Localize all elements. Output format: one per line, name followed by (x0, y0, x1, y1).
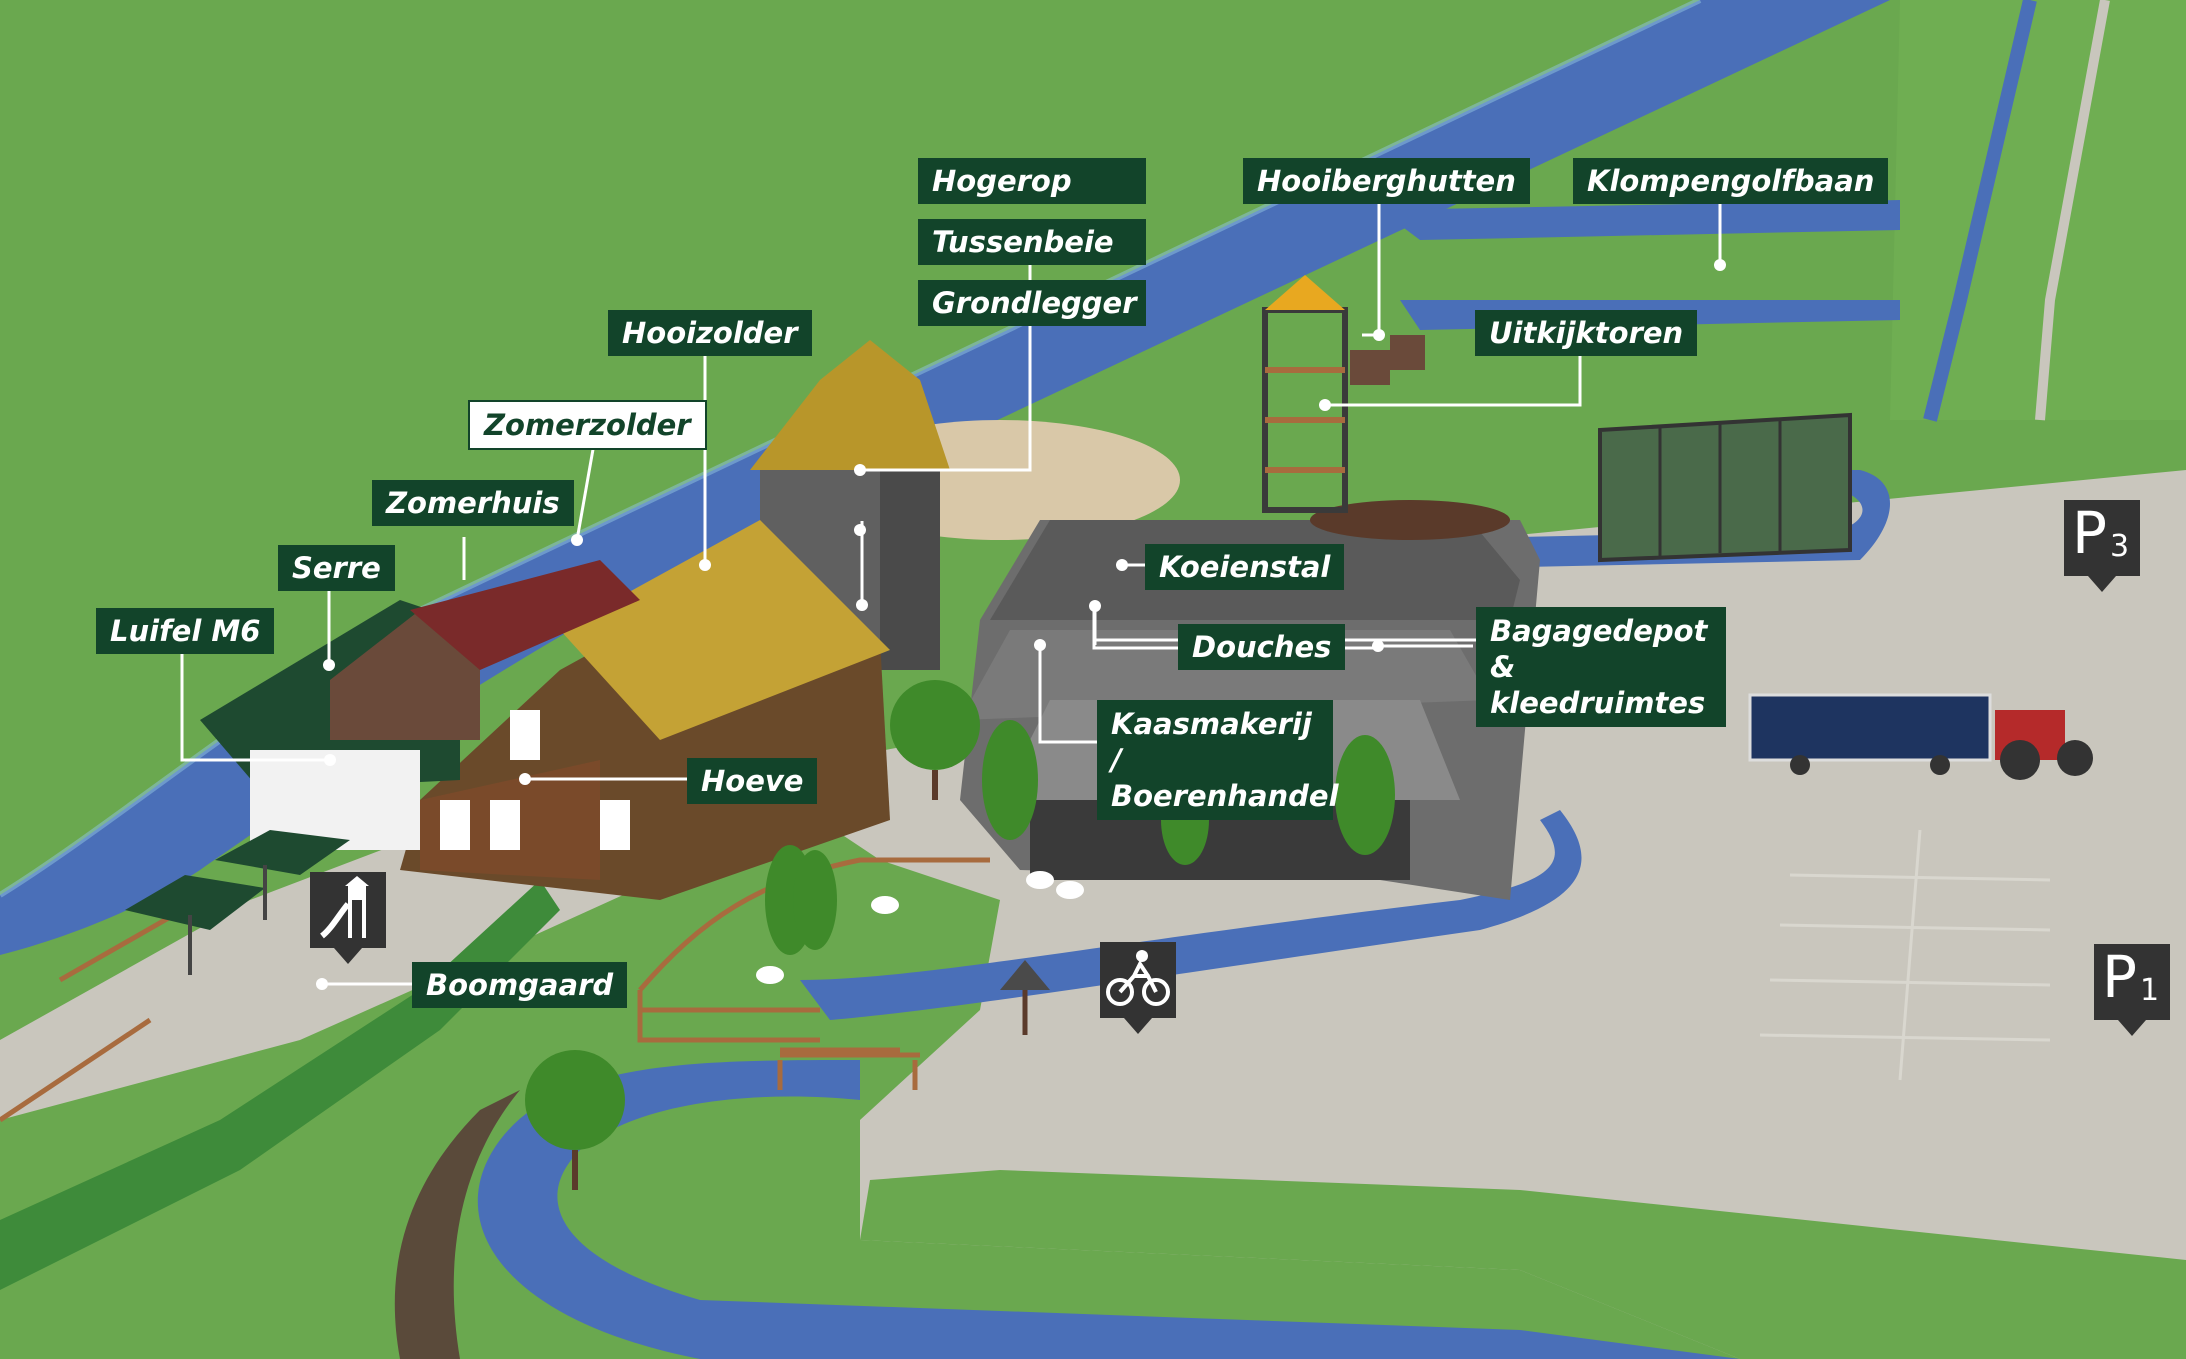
hedge-row (0, 880, 560, 1290)
bicycle-icon[interactable] (1100, 942, 1176, 1034)
parking-p1-number: 1 (2140, 973, 2160, 1008)
cyclist-icon (1106, 950, 1170, 1006)
label-koeienstal[interactable]: Koeienstal (1145, 544, 1345, 590)
parking-p1-letter: P (2102, 943, 2137, 1011)
goats (756, 871, 1084, 984)
label-douches[interactable]: Douches (1178, 624, 1346, 670)
label-kaasmakerij-line2: Boerenhandel (1111, 779, 1339, 813)
label-hogerop[interactable]: Hogerop (918, 158, 1146, 204)
canal-front (800, 810, 1582, 1020)
label-tussenbeie[interactable]: Tussenbeie (918, 219, 1146, 265)
parking-p3-pin[interactable]: P 3 (2064, 499, 2140, 592)
parking-p3-number: 3 (2110, 529, 2130, 564)
label-bagagedepot-line2: & kleedruimtes (1490, 650, 1706, 720)
dirt-path (394, 1090, 520, 1359)
golf-cage (1598, 412, 1852, 563)
zomerhuis-roof (410, 560, 640, 670)
parking-p3-letter: P (2072, 499, 2107, 567)
serre-building (250, 750, 420, 850)
connector-dots (316, 259, 1726, 990)
tower-roof (750, 340, 950, 470)
label-kaasmakerij[interactable]: Kaasmakerij / Boerenhandel (1097, 700, 1339, 820)
thatched-roof (560, 520, 890, 740)
trees (525, 680, 1395, 1150)
field-top-right (1890, 0, 2186, 420)
parking-p1-pin[interactable]: P 1 (2094, 943, 2170, 1036)
label-luifel-m6[interactable]: Luifel M6 (96, 608, 275, 654)
grass-strip-bottom (860, 1170, 2186, 1359)
river-main (0, 0, 1890, 955)
label-bagagedepot[interactable]: Bagagedepot & kleedruimtes (1476, 607, 1726, 727)
playground-icon[interactable] (310, 872, 386, 964)
hooiberghutten-huts (1350, 335, 1425, 385)
parasol-poles (188, 865, 267, 975)
label-zomerhuis[interactable]: Zomerhuis (372, 480, 574, 526)
label-zomerzolder[interactable]: Zomerzolder (468, 400, 707, 450)
tree-trunks (572, 770, 938, 1190)
label-hooizolder[interactable]: Hooizolder (608, 310, 812, 356)
parking-lines (1759, 829, 2051, 1081)
ditch-top (1380, 200, 1900, 240)
label-kaasmakerij-line1: Kaasmakerij / (1111, 707, 1312, 777)
label-grondlegger[interactable]: Grondlegger (918, 280, 1146, 326)
label-connectors (180, 200, 1722, 986)
ditch-right (1923, 0, 2037, 422)
fences (0, 857, 990, 1123)
label-serre[interactable]: Serre (278, 545, 395, 591)
label-hoeve[interactable]: Hoeve (687, 758, 818, 804)
tractor-wagon (1748, 693, 2093, 780)
parasols (125, 830, 350, 930)
uitkijktoren-tower (1262, 275, 1348, 513)
label-hooiberghutten[interactable]: Hooiberghutten (1243, 158, 1530, 204)
label-boomgaard[interactable]: Boomgaard (412, 962, 628, 1008)
label-klompengolfbaan[interactable]: Klompengolfbaan (1573, 158, 1889, 204)
label-uitkijktoren[interactable]: Uitkijktoren (1475, 310, 1698, 356)
slide-icon (320, 876, 369, 939)
signpost (1000, 960, 1050, 1035)
label-bagagedepot-line1: Bagagedepot (1490, 614, 1708, 648)
farmhouse-windows (440, 710, 630, 850)
far-path (2035, 0, 2110, 421)
gate (777, 1052, 920, 1090)
